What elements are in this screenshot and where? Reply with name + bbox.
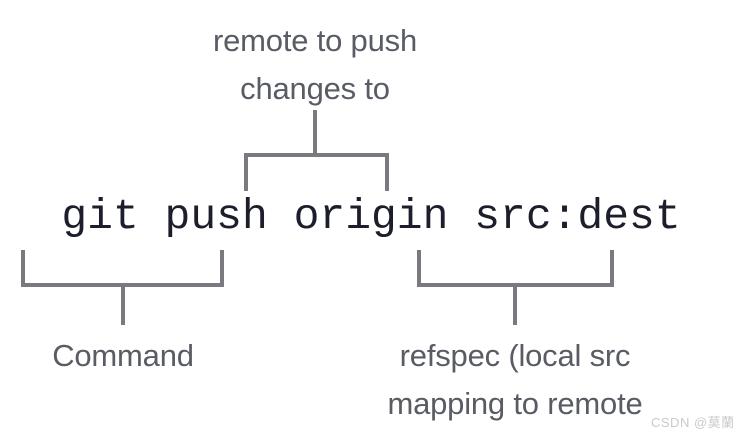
watermark-text: CSDN @莫蘭: [651, 415, 735, 430]
top-bracket-horizontal: [244, 153, 389, 157]
top-annotation-text: remote to push changes to: [213, 23, 417, 106]
left-bracket-stem: [121, 283, 125, 325]
top-bracket-left-leg: [244, 153, 248, 191]
top-connector-stem: [313, 110, 317, 155]
left-bracket-left-leg: [21, 250, 25, 287]
command-line-text: git push origin src:dest: [61, 192, 681, 241]
right-bracket-right-leg: [610, 250, 614, 287]
right-bracket-stem: [513, 283, 517, 325]
top-bracket-right-leg: [385, 153, 389, 191]
bottom-left-label: Command: [52, 338, 194, 373]
right-bracket-left-leg: [417, 250, 421, 287]
bottom-right-label: refspec (local src mapping to remote des…: [387, 338, 643, 436]
left-bracket-right-leg: [220, 250, 224, 287]
